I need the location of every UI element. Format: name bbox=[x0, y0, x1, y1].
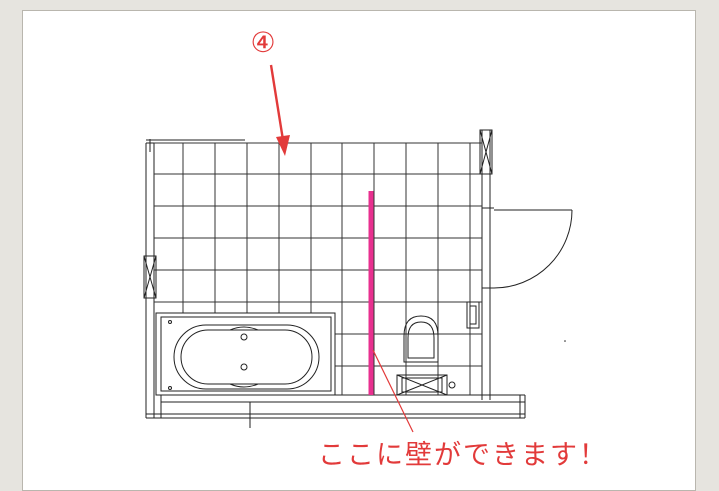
note-leader-line bbox=[372, 349, 414, 433]
wall-fixture bbox=[466, 301, 480, 329]
window-right bbox=[479, 129, 493, 175]
marker-arrow bbox=[269, 64, 290, 156]
window-left bbox=[143, 255, 157, 299]
bathtub bbox=[155, 312, 336, 396]
dot bbox=[564, 340, 566, 342]
drawing-sheet bbox=[22, 10, 696, 491]
marker-label: ④ bbox=[250, 26, 276, 59]
door bbox=[482, 207, 573, 289]
annotation-text: ここに壁ができます！ bbox=[318, 440, 608, 471]
toilet bbox=[396, 315, 456, 396]
tile-grid bbox=[154, 142, 482, 395]
